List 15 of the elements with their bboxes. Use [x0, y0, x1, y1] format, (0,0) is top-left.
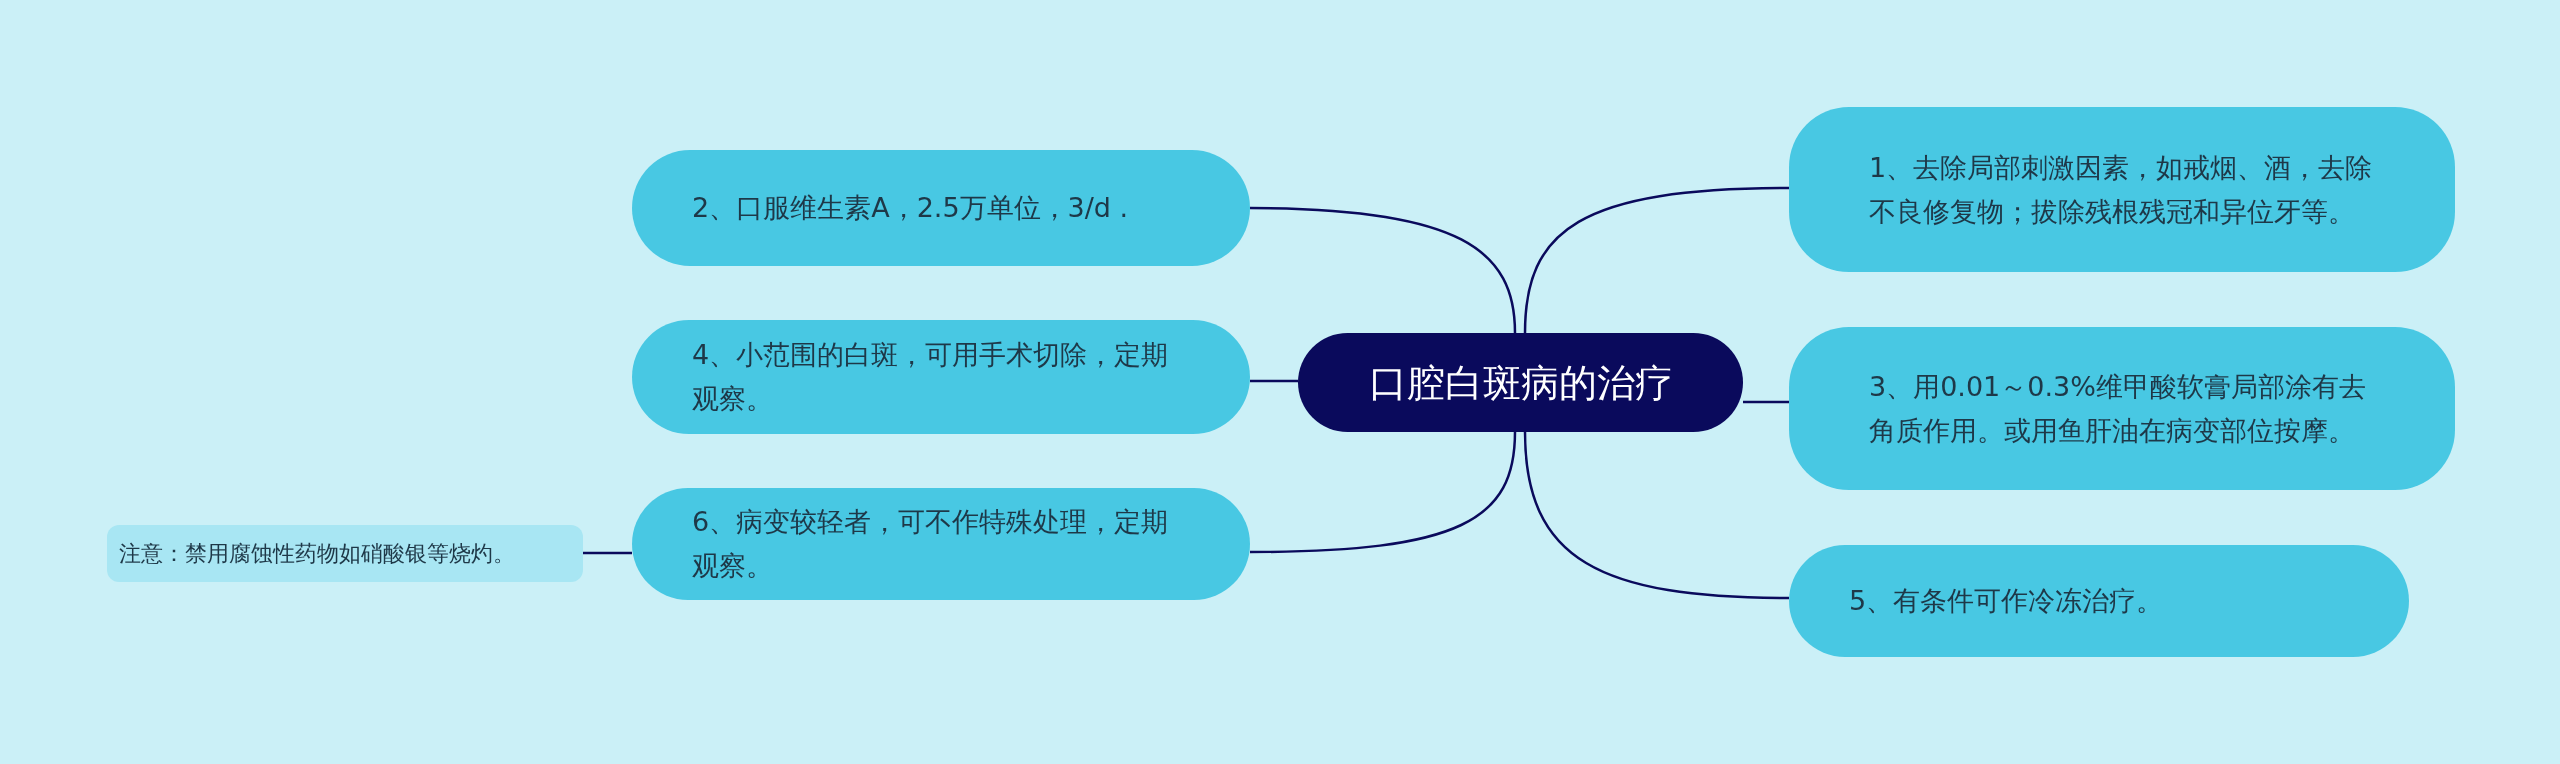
connector-line: [1250, 379, 1298, 383]
note-box: 注意：禁用腐蚀性药物如硝酸银等烧灼。: [107, 525, 583, 582]
topic-box: 6、病变较轻者，可不作特殊处理，定期观察。: [632, 488, 1250, 600]
topic-box: 4、小范围的白斑，可用手术切除，定期观察。: [632, 320, 1250, 434]
connector-line: [1523, 186, 1790, 334]
topic-box: 5、有条件可作冷冻治疗。: [1789, 545, 2409, 657]
central-topic-box: 口腔白斑病的治疗: [1298, 333, 1743, 432]
connector-line: [1250, 431, 1517, 554]
connector-line: [1523, 431, 1790, 600]
connector-line: [1249, 206, 1517, 334]
topic-box: 2、口服维生素A，2.5万单位，3/d .: [632, 150, 1250, 266]
connector-line: [1743, 400, 1789, 404]
topic-box: 1、去除局部刺激因素，如戒烟、酒，去除不良修复物；拔除残根残冠和异位牙等。: [1789, 107, 2455, 272]
topic-box: 3、用0.01～0.3%维甲酸软膏局部涂有去角质作用。或用鱼肝油在病变部位按摩。: [1789, 327, 2455, 490]
connector-line: [583, 551, 632, 555]
